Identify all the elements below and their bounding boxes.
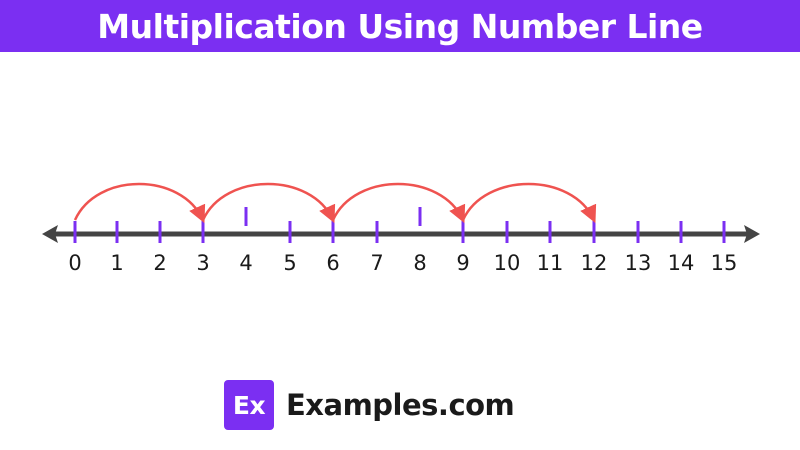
tick-label-11: 11 — [537, 251, 564, 275]
jump-arc-2 — [201, 182, 336, 224]
tick-label-12: 12 — [581, 251, 608, 275]
title-bar: Multiplication Using Number Line — [0, 0, 800, 52]
tick-label-10: 10 — [494, 251, 521, 275]
tick-label-2: 2 — [153, 251, 166, 275]
brand-logo: Ex Examples.com — [224, 380, 515, 430]
tick-label-8: 8 — [413, 251, 426, 275]
tick-label-0: 0 — [68, 251, 81, 275]
brand-badge: Ex — [224, 380, 274, 430]
jump-arc-3 — [331, 182, 466, 224]
tick-label-7: 7 — [370, 251, 383, 275]
axis-right-arrow — [744, 225, 760, 243]
number-line-ticks — [73, 207, 726, 243]
tick-label-9: 9 — [456, 251, 469, 275]
brand-name: Examples.com — [286, 388, 515, 422]
tick-label-4: 4 — [239, 251, 252, 275]
page-title: Multiplication Using Number Line — [97, 6, 703, 46]
axis-left-arrow — [42, 225, 58, 243]
tick-label-15: 15 — [711, 251, 738, 275]
tick-label-14: 14 — [668, 251, 695, 275]
jump-arc-1 — [73, 182, 206, 224]
jump-arc-4 — [461, 182, 597, 224]
tick-label-6: 6 — [326, 251, 339, 275]
tick-label-1: 1 — [110, 251, 123, 275]
tick-label-5: 5 — [283, 251, 296, 275]
number-line-axis — [42, 225, 760, 243]
tick-label-13: 13 — [625, 251, 652, 275]
jump-arcs — [73, 182, 597, 224]
tick-label-3: 3 — [196, 251, 209, 275]
